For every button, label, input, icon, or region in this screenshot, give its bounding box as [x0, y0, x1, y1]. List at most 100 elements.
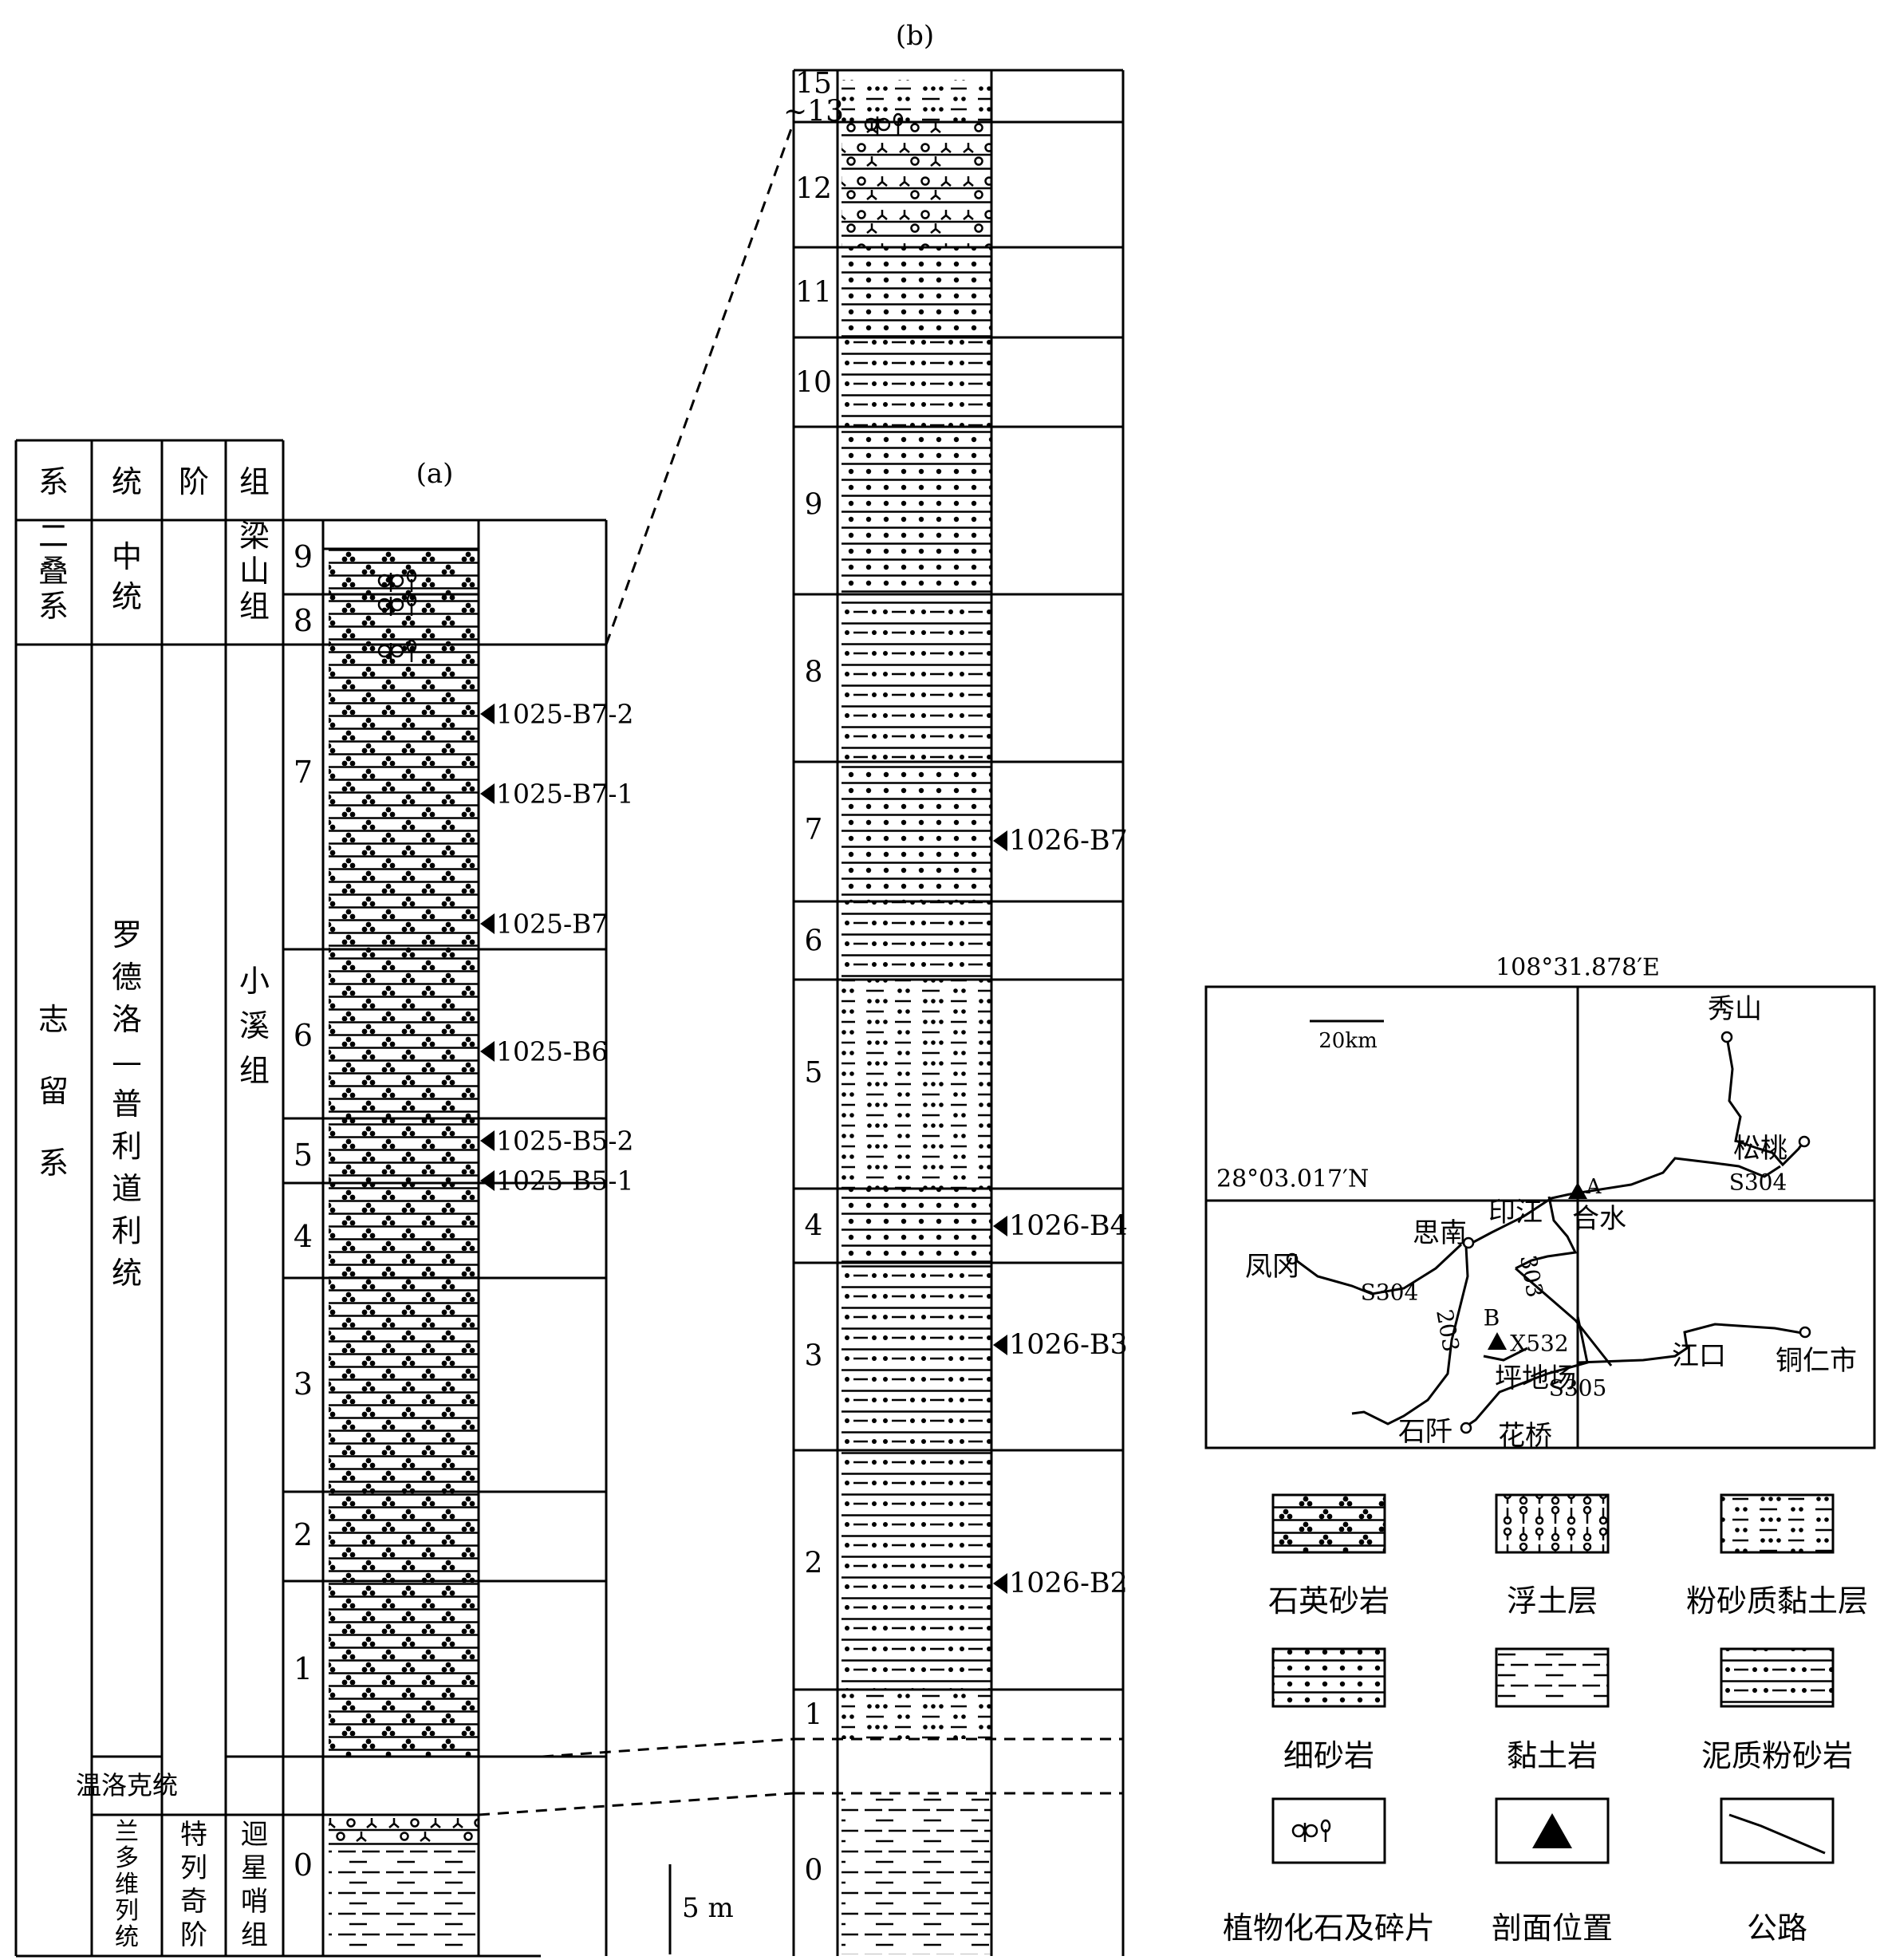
lithology-fill	[329, 549, 479, 594]
layer-number: 9	[294, 539, 313, 574]
legend-item-claystone: 黏土岩	[1495, 1647, 1610, 1773]
sample-arrow	[480, 913, 495, 934]
lithology-fill	[329, 1815, 479, 1848]
legend-label: 泥质粉砂岩	[1701, 1738, 1853, 1773]
legend-label: 剖面位置	[1492, 1911, 1613, 1946]
marker-a-label: A	[1586, 1175, 1602, 1199]
lithology-fill	[329, 1581, 479, 1757]
layer-number: 8	[294, 603, 313, 638]
map-frame	[1204, 985, 1876, 1449]
plant-fossil-icon	[377, 569, 417, 592]
layer-number: 5	[805, 1057, 823, 1090]
layer-number: 0	[805, 1855, 823, 1887]
sample-arrow	[480, 1130, 495, 1151]
layer-number: 3	[294, 1366, 313, 1402]
stage-telychian: 特列奇阶	[180, 1819, 207, 1951]
road-icon	[1728, 1813, 1826, 1855]
lithology-fill	[841, 1690, 991, 1739]
scale-bar-label: 5 m	[682, 1892, 734, 1924]
road-label-x532: X532	[1510, 1331, 1568, 1357]
layer-number: 0	[294, 1848, 313, 1883]
lithology-fill	[841, 80, 991, 122]
legend-swatch	[1271, 1493, 1386, 1554]
correlation-line	[542, 1737, 794, 1758]
legend-label: 黏土岩	[1507, 1738, 1598, 1773]
system-permian: 二叠系	[38, 519, 69, 624]
lithology-fill	[841, 901, 991, 980]
layer-number: 7	[805, 814, 823, 846]
location-map: 108°31.878′E28°03.017′N20kmAB秀山松桃思南印江合水凤…	[1204, 954, 1876, 1452]
lithology-fill	[841, 1795, 991, 1954]
town-marker	[1460, 1422, 1472, 1434]
lithology-fill	[841, 337, 991, 427]
legend-label: 细砂岩	[1283, 1738, 1374, 1773]
town-marker	[1286, 1252, 1299, 1265]
lithology-fill	[329, 594, 479, 645]
lithology-fill	[329, 1183, 479, 1278]
town-marker	[1462, 1236, 1475, 1249]
place-yinjiang: 印江	[1488, 1197, 1543, 1228]
legend-item-plant_fossil: 植物化石及碎片	[1223, 1797, 1435, 1946]
lithology-fill	[841, 1263, 991, 1450]
legend-swatch	[1271, 1647, 1386, 1708]
road-label-s304-east: S304	[1729, 1169, 1787, 1196]
header-cell: 组	[239, 464, 270, 499]
sample-arrow	[480, 704, 495, 724]
road-line	[1465, 1193, 1571, 1248]
longitude-label: 108°31.878′E	[1496, 954, 1660, 982]
place-huaqiao: 花桥	[1498, 1420, 1552, 1452]
series-wenlock: 温洛克统	[76, 1770, 178, 1800]
legend-swatch-fill	[1273, 1495, 1385, 1552]
section-marker-a	[1568, 1182, 1587, 1199]
layer-number: 8	[805, 657, 823, 689]
sample-arrow	[993, 830, 1007, 851]
layer-number: 1	[805, 1699, 823, 1732]
sample-arrow	[480, 1170, 495, 1191]
lithology-fill	[841, 1450, 991, 1690]
formation-huixingshao: 迴星哨组	[241, 1819, 268, 1951]
layer-number: 4	[294, 1219, 313, 1254]
road-line	[1725, 1036, 1806, 1167]
legend: 石英砂岩浮土层粉砂质黏土层细砂岩黏土岩泥质粉砂岩植物化石及碎片剖面位置公路	[1223, 1493, 1868, 1946]
legend-swatch	[1271, 1797, 1386, 1864]
series-ludlow-pridoli: 罗德洛—普利道利统	[112, 917, 142, 1291]
legend-item-topsoil: 浮土层	[1495, 1493, 1610, 1619]
place-xiushan: 秀山	[1708, 993, 1762, 1025]
sample-label: 1025-B6	[496, 1036, 608, 1067]
road-label-s304-west: S304	[1361, 1280, 1419, 1306]
layer-number: 11	[795, 277, 832, 310]
plant-fossil-icon	[1291, 1819, 1331, 1842]
road-label-s305: S305	[1549, 1375, 1607, 1402]
panel-a-column: (a)系统阶组9876543210二叠系中统梁山组志留系罗德洛—普利道利统小溪组…	[14, 439, 734, 1958]
legend-swatch	[1495, 1493, 1610, 1554]
sample-arrow	[480, 783, 495, 804]
town-marker	[1720, 1031, 1733, 1043]
legend-item-quartz_sandstone: 石英砂岩	[1268, 1493, 1389, 1619]
sample-label: 1026-B2	[1009, 1568, 1128, 1599]
sample-arrow	[993, 1335, 1007, 1355]
sample-label: 1025-B7-2	[496, 699, 634, 730]
legend-swatch-fill	[1496, 1649, 1608, 1706]
road-line	[1463, 1315, 1589, 1430]
marker-b-label: B	[1484, 1305, 1500, 1331]
place-songtao: 松桃	[1733, 1133, 1787, 1165]
road-line	[1569, 1157, 1781, 1196]
lithology-fill	[329, 1278, 479, 1492]
place-shiqian: 石阡	[1398, 1416, 1452, 1448]
place-jiangkou: 江口	[1672, 1340, 1726, 1372]
layer-number: 15	[795, 68, 832, 101]
formation-liangshan: 梁山组	[239, 519, 270, 624]
layer-number: 12	[795, 173, 832, 206]
lithology-fill	[841, 762, 991, 901]
place-fenggang: 凤冈	[1245, 1251, 1299, 1283]
sample-arrow	[993, 1216, 1007, 1236]
legend-item-section_location: 剖面位置	[1492, 1797, 1613, 1946]
layer-number: 1	[294, 1651, 313, 1686]
series-middle: 中统	[112, 539, 142, 614]
plant-fossil-icon	[864, 112, 904, 136]
layer-number: 9	[805, 489, 823, 522]
legend-label: 石英砂岩	[1268, 1583, 1389, 1619]
lithology-fill	[329, 1848, 479, 1952]
legend-item-fine_sandstone: 细砂岩	[1271, 1647, 1386, 1773]
legend-swatch-fill	[1496, 1495, 1608, 1552]
